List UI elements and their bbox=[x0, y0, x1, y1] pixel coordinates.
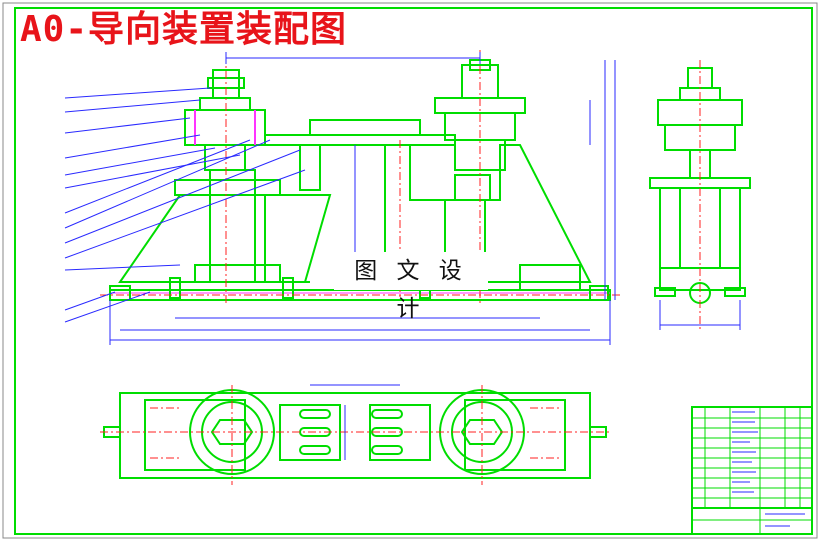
title-block-text-marks bbox=[732, 411, 805, 527]
top-view-dims bbox=[310, 384, 400, 460]
side-view-dims bbox=[659, 60, 741, 330]
part-leaders bbox=[64, 87, 306, 323]
front-view bbox=[109, 59, 611, 301]
title-block bbox=[691, 406, 813, 535]
watermark-text: 图 文 设 计 bbox=[334, 252, 488, 322]
inner-border bbox=[14, 7, 813, 535]
front-view-dimensions bbox=[109, 52, 616, 345]
top-view-centerlines bbox=[100, 385, 610, 485]
drawing-title: A0-导向装置装配图 bbox=[20, 9, 348, 50]
top-view bbox=[103, 389, 607, 479]
